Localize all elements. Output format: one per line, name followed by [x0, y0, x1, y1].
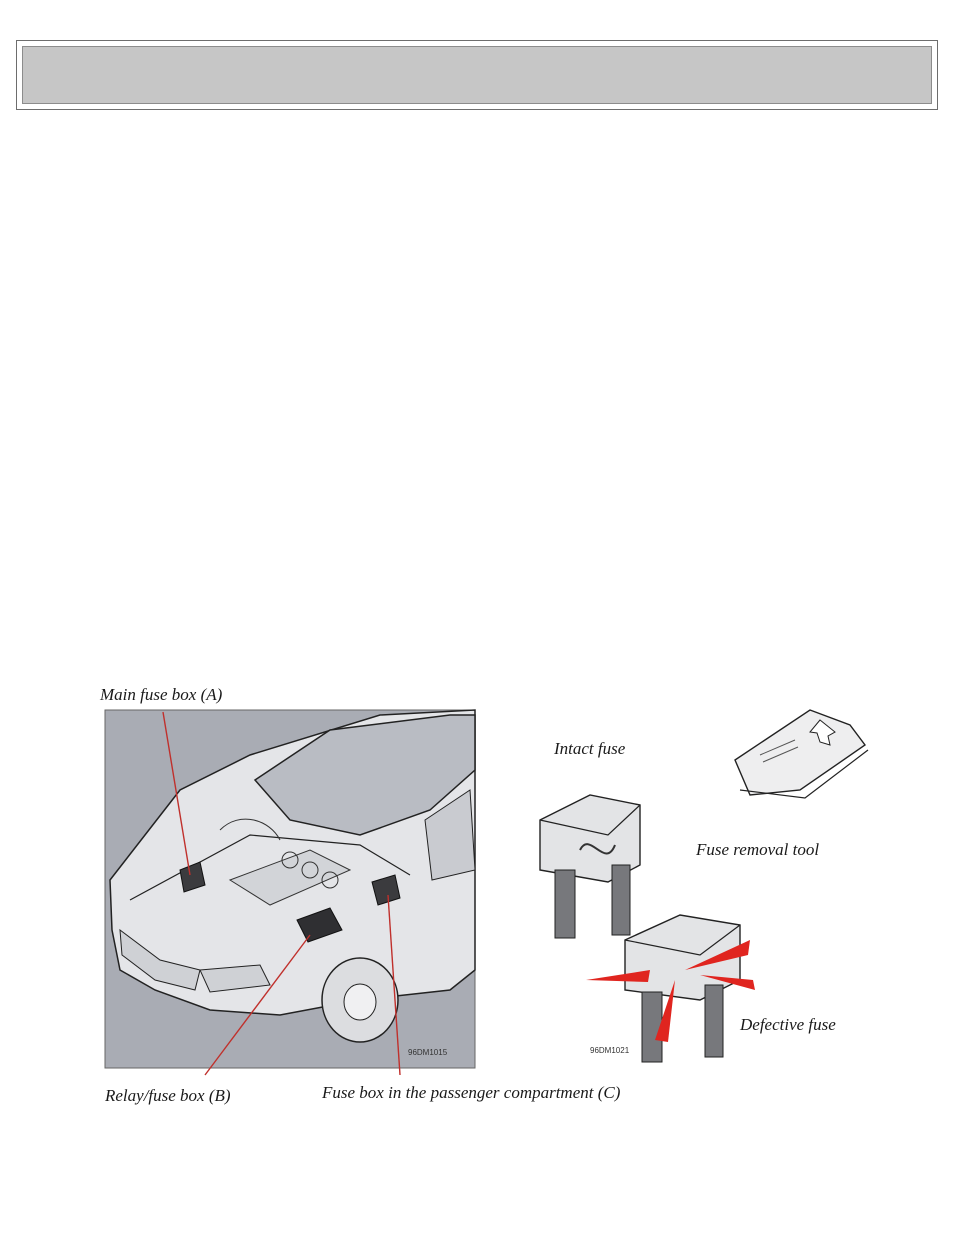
- defective-fuse-drawing: [586, 914, 755, 1063]
- callout-line-c: [387, 894, 401, 1076]
- main-fuse-box-label: Main fuse box (A): [100, 685, 223, 704]
- car-illustration: [104, 709, 476, 1069]
- defective-fuse-label: Defective fuse: [740, 1015, 836, 1034]
- callout-line-a: [162, 711, 191, 876]
- car-drawing-code: 96DM1015: [408, 1048, 448, 1057]
- fuse-removal-tool-drawing: [734, 709, 869, 799]
- header-title-area: [22, 46, 932, 104]
- page-header-bar: [16, 40, 938, 110]
- intact-fuse-label: Intact fuse: [554, 739, 626, 758]
- passenger-fuse-box-label: Fuse box in the passenger compartment (C…: [322, 1083, 621, 1102]
- fuse-removal-tool-label: Fuse removal tool: [696, 840, 820, 859]
- relay-fuse-box-label: Relay/fuse box (B): [105, 1086, 231, 1105]
- fuse-drawing-code: 96DM1021: [590, 1046, 630, 1055]
- intact-fuse-drawing: [539, 794, 641, 939]
- fuse-location-figure: Main fuse box (A) Relay/fuse box (B) Fus…: [60, 670, 920, 1120]
- figure-artwork: [104, 709, 869, 1076]
- callout-line-b: [204, 934, 311, 1076]
